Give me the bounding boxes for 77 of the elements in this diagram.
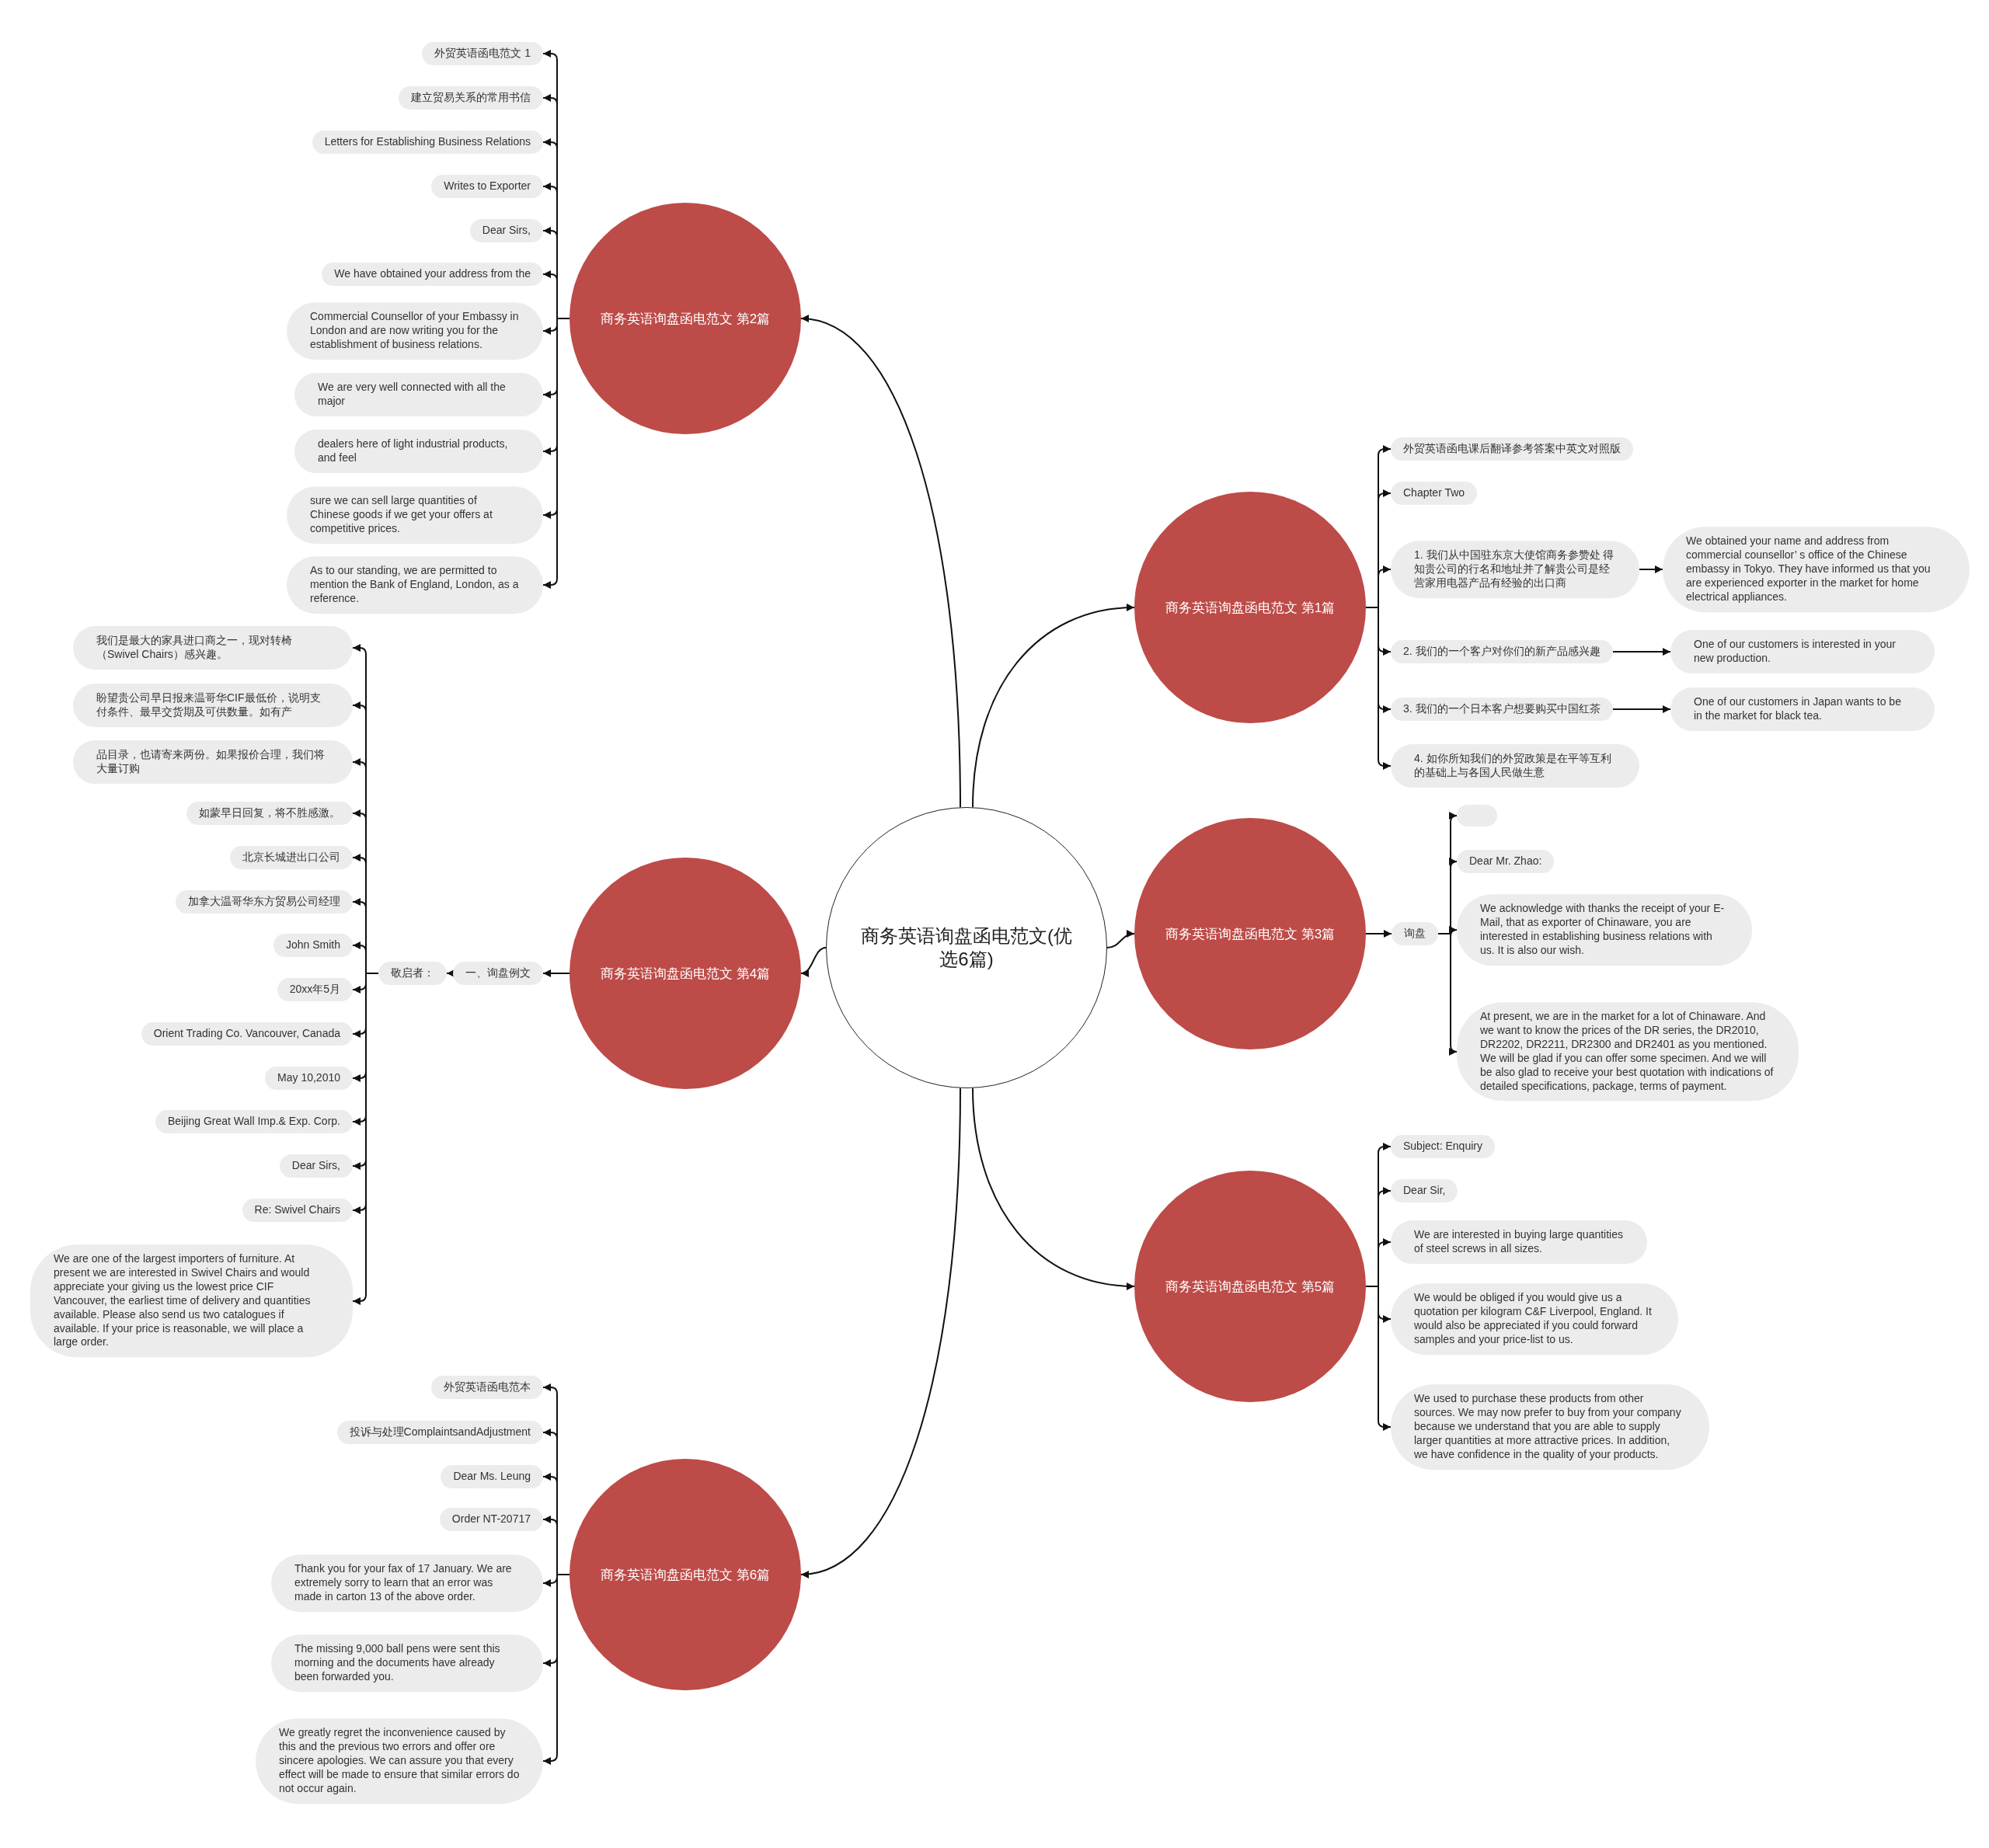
text-bubble: 建立贸易关系的常用书信 [399, 86, 543, 110]
text-bubble: John Smith [273, 934, 353, 957]
connector-arrow [542, 969, 570, 977]
topic-circle: 商务英语询盘函电范文 第1篇 [1134, 492, 1366, 723]
text-bubble: Thank you for your fax of 17 January. We are extremely sorry to learn that an error was made in carton 13 of the above order. [271, 1554, 543, 1612]
connector-arrow [1365, 607, 1392, 770]
text-bubble: Re: Swivel Chairs [242, 1199, 353, 1222]
text-bubble: We would be obliged if you would give us a quotation per kilogram C&F Liverpool, England. It would also be appreciated if you could forward samples and your price-list to us. [1391, 1283, 1678, 1355]
text-bubble: Subject: Enquiry [1391, 1135, 1495, 1158]
connector-arrow [800, 1087, 961, 1578]
central-topic-circle: 商务英语询盘函电范文(优选6篇) [826, 807, 1107, 1088]
text-bubble: 加拿大温哥华东方贸易公司经理 [176, 890, 353, 914]
connector-arrow [542, 318, 570, 589]
text-bubble: 品目录，也请寄来两份。如果报价合理，我们将大量订购 [73, 740, 353, 784]
text-bubble: We are interested in buying large quantities of steel screws in all sizes. [1391, 1220, 1647, 1264]
text-bubble: One of our customers is interested in your new production. [1670, 630, 1935, 673]
connector-arrow [972, 604, 1135, 809]
topic-circle: 商务英语询盘函电范文 第6篇 [570, 1459, 801, 1690]
text-bubble: 敬启者： [378, 962, 447, 985]
connector-arrow [1106, 930, 1135, 948]
connector-arrow [446, 969, 455, 977]
text-bubble: 如蒙早日回复，将不胜感激。 [186, 802, 353, 825]
connector-arrow [1611, 705, 1671, 713]
connector-arrow [1611, 648, 1671, 656]
text-bubble: One of our customers in Japan wants to be in the market for black tea. [1670, 687, 1935, 731]
text-bubble: Dear Mr. Zhao: [1457, 850, 1555, 873]
text-bubble: The missing 9,000 ball pens were sent this morning and the documents have already been forwarded you. [271, 1634, 543, 1692]
empty-bubble [1457, 805, 1497, 827]
text-bubble: We have obtained your address from the [322, 263, 543, 286]
text-bubble: dealers here of light industrial products, and feel [294, 430, 543, 473]
text-bubble: 北京长城进出口公司 [230, 846, 353, 869]
text-bubble: We used to purchase these products from other sources. We may now prefer to buy from your company because we understand that you are able to supply larger quantities at more attractive prices. In addition, we have confidence in the quality of your products. [1391, 1384, 1709, 1470]
text-bubble: Dear Ms. Leung [441, 1465, 543, 1488]
text-bubble: sure we can sell large quantities of Chinese goods if we get your offers at competitive prices. [287, 486, 543, 544]
topic-circle: 商务英语询盘函电范文 第4篇 [570, 858, 801, 1089]
text-bubble: Commercial Counsellor of your Embassy in London and are now writing you for the establishment of business relations. [287, 302, 543, 360]
text-bubble: Chapter Two [1391, 482, 1478, 505]
connector-arrow [800, 947, 827, 976]
text-bubble: We are very well connected with all the major [294, 373, 543, 416]
text-bubble: We obtained your name and address from commercial counsellor’ s office of the Chinese embassy in Tokyo. They have informed us that you are experienced exporter in the market for home electrical appliances. [1663, 527, 1970, 612]
text-bubble: At present, we are in the market for a lot of Chinaware. And we want to know the prices of the DR series, the DR2010, DR2202, DR2211, DR2300 and DR2401 as you mentioned. We will be glad if you can offer some specimen. And we will be also glad to receive your best quotation with indications of detailed specifications, package, terms of payment. [1457, 1002, 1799, 1101]
topic-circle: 商务英语询盘函电范文 第5篇 [1134, 1171, 1366, 1402]
connector-arrow [800, 315, 961, 809]
text-bubble: 我们是最大的家具进口商之一，现对转椅（Swivel Chairs）感兴趣。 [73, 626, 353, 670]
connector-arrow [542, 1574, 570, 1765]
text-bubble: 外贸英语函电范文 1 [422, 42, 543, 65]
text-bubble: Writes to Exporter [431, 175, 543, 198]
topic-circle: 商务英语询盘函电范文 第3篇 [1134, 818, 1366, 1049]
text-bubble: Orient Trading Co. Vancouver, Canada [141, 1022, 353, 1046]
text-bubble: Dear Sirs, [279, 1154, 353, 1178]
text-bubble: Beijing Great Wall Imp.& Exp. Corp. [155, 1110, 353, 1133]
text-bubble: We acknowledge with thanks the receipt of your E-Mail, that as exporter of Chinaware, you are interested in establishing business relations with us. It is also our wish. [1457, 894, 1752, 966]
text-bubble: 2. 我们的一个客户对你们的新产品感兴趣 [1391, 640, 1613, 663]
connector-arrow [1365, 1286, 1392, 1431]
text-bubble: 一、询盘例文 [453, 962, 543, 985]
text-bubble: May 10,2010 [265, 1067, 353, 1090]
text-bubble: 外贸英语函电课后翻译参考答案中英文对照版 [1391, 437, 1633, 461]
connector-arrow [1365, 930, 1392, 938]
text-bubble: 4. 如你所知我们的外贸政策是在平等互利的基础上与各国人民做生意 [1391, 744, 1639, 788]
connector-arrow [972, 1087, 1135, 1290]
connector-arrow [1639, 566, 1663, 573]
text-bubble: Dear Sir, [1391, 1179, 1458, 1202]
text-bubble: As to our standing, we are permitted to mention the Bank of England, London, as a reference. [287, 556, 543, 614]
text-bubble: 3. 我们的一个日本客户想要购买中国红茶 [1391, 698, 1613, 721]
text-bubble: We greatly regret the inconvenience caused by this and the previous two errors and offer ore sincere apologies. We can assure you that every effect will be made to ensure that similar errors do not occur again. [256, 1718, 543, 1804]
text-bubble: 投诉与处理ComplaintsandAdjustment [336, 1421, 543, 1444]
text-bubble: 1. 我们从中国驻东京大使馆商务参赞处 得知贵公司的行名和地址并了解贵公司是经营家用电器产品有经验的出口商 [1391, 541, 1639, 598]
text-bubble: 外贸英语函电范本 [431, 1376, 543, 1399]
text-bubble: Order NT-20717 [439, 1508, 543, 1531]
text-bubble: Letters for Establishing Business Relations [312, 131, 543, 154]
text-bubble: 询盘 [1392, 922, 1438, 945]
text-bubble: We are one of the largest importers of furniture. At present we are interested in Swivel Chairs and would appreciate your giving us the lowest price CIF Vancouver, the earliest time of delivery and quantities available. Please also send us two catalogues if available. If your price is reasonable, we will place a large order. [30, 1244, 353, 1358]
topic-circle: 商务英语询盘函电范文 第2篇 [570, 203, 801, 434]
connector-arrow [1437, 933, 1458, 1056]
text-bubble: Dear Sirs, [469, 219, 543, 242]
text-bubble: 20xx年5月 [277, 978, 353, 1001]
text-bubble: 盼望贵公司早日报来温哥华CIF最低价，说明支付条件、最早交货期及可供数量。如有产 [73, 684, 353, 727]
